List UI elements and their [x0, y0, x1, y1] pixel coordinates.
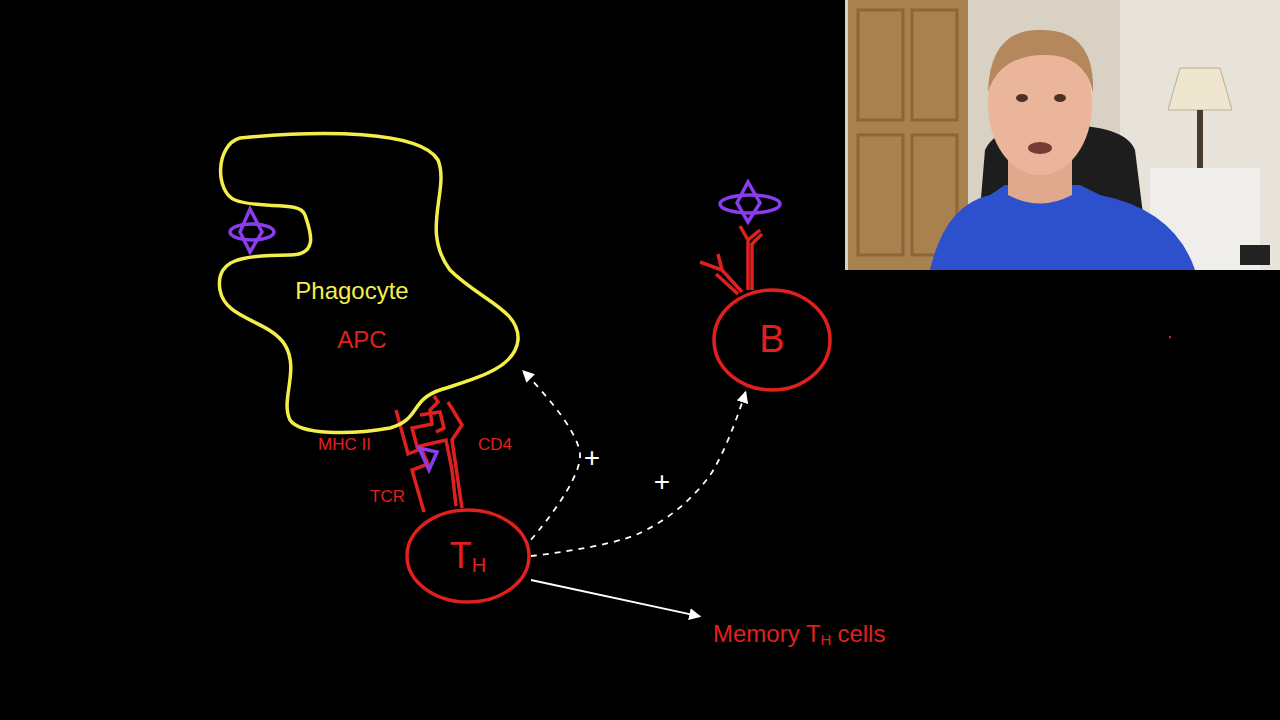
inset-eye	[1054, 94, 1066, 102]
receptor-complex	[396, 396, 462, 512]
presented-peptide	[419, 448, 437, 470]
cell-membrane	[714, 290, 830, 390]
target-text: Memory T	[713, 621, 821, 647]
stimulation-arrow	[523, 371, 580, 540]
text-holder: PhagocyteAPC	[215, 130, 523, 435]
antigen-symbol	[230, 209, 274, 252]
inset-background	[845, 0, 1280, 270]
cell-subscript: H	[472, 554, 486, 576]
antigen-body	[240, 209, 262, 252]
b-cell: B	[712, 288, 832, 392]
stimulation-arrow	[531, 392, 746, 556]
helper-t-cell: TH	[405, 508, 531, 604]
target-subscript: H	[821, 632, 832, 649]
cell-role: APC	[317, 327, 407, 353]
antigen-body	[737, 182, 760, 222]
bcr-antibody	[740, 226, 762, 290]
cell-letter: T	[450, 536, 472, 576]
cell-letter: B	[759, 319, 784, 361]
target-text: cells	[837, 621, 885, 647]
inset-mouth	[1028, 142, 1052, 154]
tcr-molecule	[412, 440, 456, 512]
cell-name: Phagocyte	[277, 278, 427, 304]
differentiation-arrow	[531, 580, 700, 616]
phagocyte-cell: PhagocyteAPC	[215, 130, 523, 435]
text-holder: Memory THcells	[700, 612, 940, 656]
cell-membrane	[407, 510, 529, 602]
text-holder: TH	[405, 508, 531, 604]
inset-door-panel	[858, 135, 903, 255]
antigen-band	[720, 195, 780, 213]
b-cell-receptors	[700, 226, 762, 294]
inset-lamp-stand	[1197, 110, 1203, 170]
webcam-inset	[845, 0, 1280, 270]
edge-sign: +	[654, 467, 670, 498]
memory-cells-target: Memory THcells	[700, 612, 940, 656]
bcr-antibody	[700, 254, 742, 294]
stray-dot	[1169, 336, 1171, 338]
inset-object	[1240, 245, 1270, 265]
inset-lamp-shade	[1168, 68, 1232, 110]
antigen-band	[230, 224, 274, 240]
inset-hair	[988, 30, 1093, 92]
molecule-label: CD4	[478, 436, 512, 455]
molecule-label: TCR	[370, 488, 405, 507]
mhc-ii-groove	[420, 412, 444, 432]
inset-eye	[1016, 94, 1028, 102]
text-holder: B	[712, 288, 832, 392]
edge-sign: +	[584, 443, 600, 474]
antigen-symbol	[720, 182, 780, 222]
cd4-molecule	[448, 402, 462, 508]
molecule-label: MHC II	[318, 436, 371, 455]
inset-door-panel	[858, 10, 903, 120]
phagocyte-outline	[219, 133, 518, 432]
inset-door-panel	[912, 10, 957, 120]
